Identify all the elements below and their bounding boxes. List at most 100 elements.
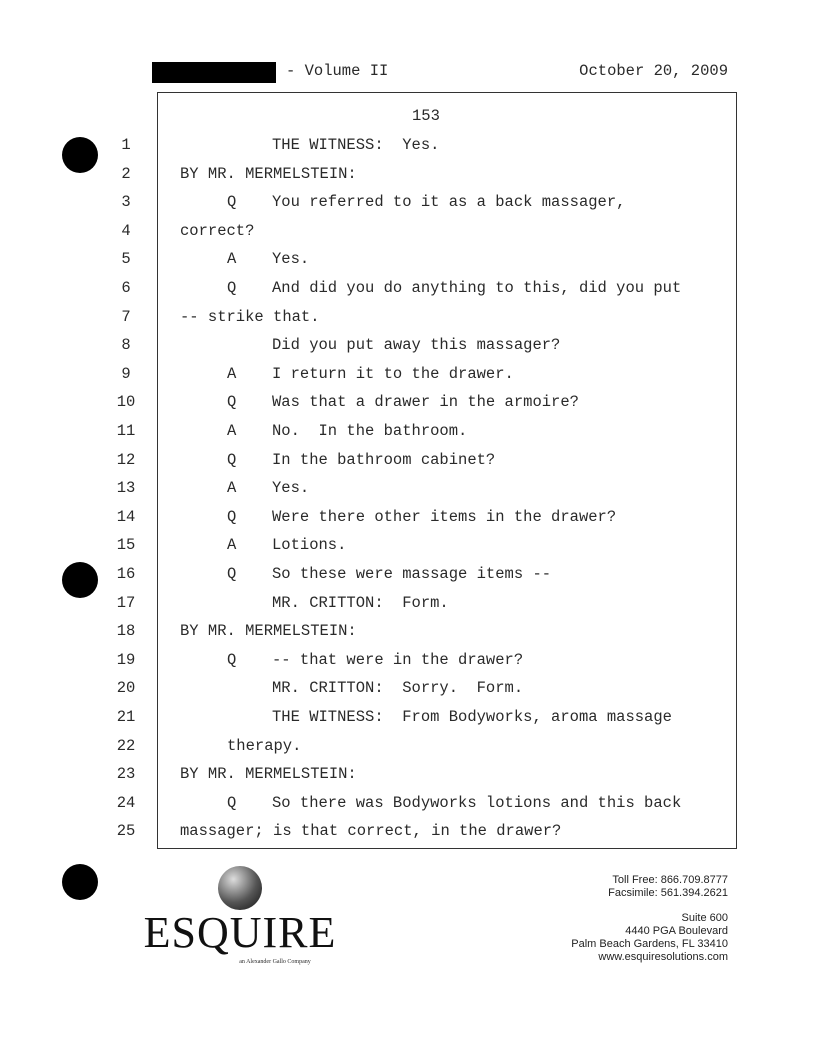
line-text: MR. CRITTON: Form. [272,593,449,612]
transcript-line: 15 A Lotions. [0,533,816,557]
speaker-label: Q [227,565,237,583]
line-number: 25 [116,822,136,841]
line-number: 5 [121,250,131,269]
line-text: No. In the bathroom. [272,422,468,440]
transcript-line: 2 BY MR. MERMELSTEIN: [0,162,816,186]
transcript-line: 10 Q Was that a drawer in the armoire? [0,390,816,414]
line-number: 21 [116,708,136,726]
redaction-bar [152,62,276,83]
line-number: 13 [116,479,136,498]
line-number: 9 [121,364,131,383]
transcript-line: 21 THE WITNESS: From Bodyworks, aroma mas… [0,705,816,729]
line-text: massager; is that correct, in the drawer… [180,822,562,841]
transcript-line: 8 Did you put away this massager? [0,333,816,357]
suite: Suite 600 [681,912,728,924]
contact-address: Suite 600 4440 PGA Boulevard Palm Beach … [571,912,728,964]
line-text: Was that a drawer in the armoire? [272,393,579,412]
line-number: 24 [116,793,136,812]
line-number: 6 [121,279,131,297]
line-text: THE WITNESS: From Bodyworks, aroma massa… [272,708,672,726]
line-text: Lotions. [272,536,347,555]
line-text: In the bathroom cabinet? [272,450,496,469]
line-number: 19 [116,650,136,669]
line-text: So there was Bodyworks lotions and this … [272,793,682,812]
transcript-line: 25 massager; is that correct, in the draw… [0,819,816,843]
transcript-line: 20 MR. CRITTON: Sorry. Form. [0,676,816,700]
line-text: BY MR. MERMELSTEIN: [180,765,357,784]
transcript-line: 16 Q So these were massage items -- [0,562,816,586]
page-number: 153 [412,107,440,125]
line-number: 22 [116,736,136,755]
city: Palm Beach Gardens, FL 33410 [571,938,728,950]
transcript-line: 22 therapy. [0,734,816,758]
transcript-line: 17 MR. CRITTON: Form. [0,591,816,615]
line-number: 12 [116,450,136,469]
transcript-line: 14 Q Were there other items in the drawer? [0,505,816,529]
line-number: 15 [116,536,136,555]
punch-hole [62,562,98,598]
line-number: 20 [116,679,136,698]
header-volume: - Volume II [286,62,389,80]
line-text: THE WITNESS: Yes. [272,136,440,154]
line-number: 1 [121,136,131,154]
punch-hole [62,137,98,173]
transcript-line: 7 -- strike that. [0,305,816,329]
globe-icon [218,866,262,910]
speaker-label: Q [227,279,237,297]
transcript-line: 12 Q In the bathroom cabinet? [0,448,816,472]
line-number: 3 [121,193,131,212]
transcript-line: 9 A I return it to the drawer. [0,362,816,386]
speaker-label: Q [227,450,237,469]
line-text: I return it to the drawer. [272,364,514,383]
speaker-label: A [227,536,237,555]
transcript-line: 1 THE WITNESS: Yes. [0,133,816,157]
speaker-label: A [227,364,237,383]
line-number: 4 [121,221,131,240]
transcript-line: 13 A Yes. [0,476,816,500]
line-text: -- strike that. [180,307,320,326]
speaker-label: Q [227,393,237,412]
contact-phones: Toll Free: 866.709.8777 Facsimile: 561.3… [608,874,728,900]
brand-name: ESQUIRE [143,908,337,957]
line-number: 14 [116,507,136,526]
transcript-frame [157,92,737,849]
line-number: 17 [116,593,136,612]
line-number: 23 [116,765,136,784]
speaker-label: Q [227,193,237,212]
esquire-logo: ESQUIRE an Alexander Gallo Company [130,866,350,966]
line-text: And did you do anything to this, did you… [272,279,682,297]
transcript-line: 11 A No. In the bathroom. [0,419,816,443]
line-number: 11 [116,422,136,440]
line-text: therapy. [227,736,302,755]
line-number: 7 [121,307,131,326]
line-number: 8 [121,336,131,355]
line-text: Yes. [272,479,310,498]
line-text: Did you put away this massager? [272,336,561,355]
speaker-label: A [227,250,237,269]
facsimile: Facsimile: 561.394.2621 [608,887,728,899]
line-text: You referred to it as a back massager, [272,193,626,212]
line-text: So these were massage items -- [272,565,552,583]
line-text: Were there other items in the drawer? [272,507,617,526]
line-number: 16 [116,565,136,583]
line-text: BY MR. MERMELSTEIN: [180,164,357,183]
punch-hole [62,864,98,900]
line-text: MR. CRITTON: Sorry. Form. [272,679,524,698]
line-number: 10 [116,393,136,412]
speaker-label: Q [227,650,237,669]
speaker-label: Q [227,507,237,526]
speaker-label: A [227,479,237,498]
brand-tagline: an Alexander Gallo Company [239,959,311,965]
transcript-line: 6 Q And did you do anything to this, did y… [0,276,816,300]
website[interactable]: www.esquiresolutions.com [598,951,728,963]
line-text: BY MR. MERMELSTEIN: [180,622,357,641]
header-date: October 20, 2009 [579,62,728,80]
transcript-line: 3 Q You referred to it as a back massager, [0,190,816,214]
line-number: 2 [121,164,131,183]
speaker-label: A [227,422,237,440]
